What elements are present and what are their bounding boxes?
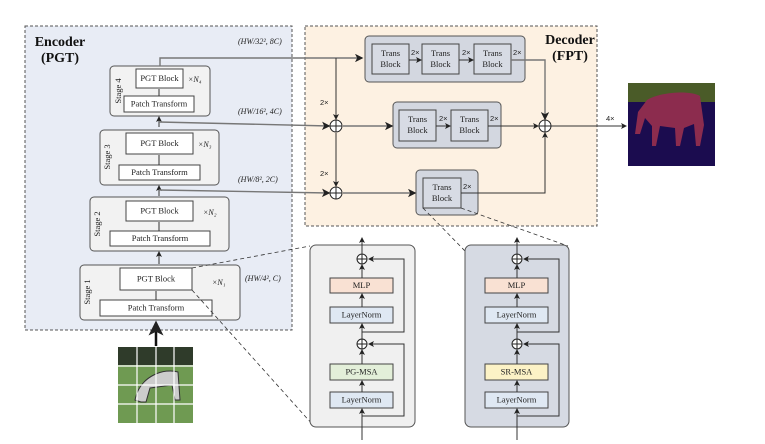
repeat-count: ×N₂ [203,208,217,217]
trans-block: Trans [483,48,502,58]
add-icon [356,253,368,265]
layernorm-box: LayerNorm [342,309,382,319]
stage-4: Stage 4 PGT Block Patch Transform ×N₄ [109,65,211,117]
trans-block: Block [432,193,453,203]
upsample-label: 2× [411,48,420,57]
trans-block: Trans [432,182,451,192]
pgt-block: PGT Block [137,273,176,283]
add-icon [538,119,552,133]
zoom-guides [191,207,569,426]
upsample-label: 2× [463,182,472,191]
patch-transform: Patch Transform [131,167,188,177]
encoder-subtitle: (PGT) [41,51,79,66]
shape-label-stage1: (HW/4², C) [245,274,281,283]
shape-label-stage3: (HW/16², 4C) [238,107,282,116]
layernorm-box: LayerNorm [342,394,382,404]
sr-msa-box: SR-MSA [501,366,534,376]
stage-label: Stage 1 [82,279,92,304]
trans-block: Block [430,59,451,69]
trans-block-detail: MLP LayerNorm SR-MSA LayerNorm [464,237,570,440]
shape-label-stage2: (HW/8², 2C) [238,175,278,184]
patch-transform: Patch Transform [131,98,188,108]
plus-nodes: 2× 2× 4× [320,58,627,200]
repeat-count: ×N₃ [198,140,212,149]
pgt-block-detail: MLP LayerNorm PG-MSA LayerNorm [309,237,416,440]
output-upsample-label: 4× [606,114,615,123]
pgt-block: PGT Block [140,138,179,148]
repeat-count: ×N₄ [188,75,202,84]
upsample-label: 2× [439,114,448,123]
encoder-connectors [148,53,364,346]
stage-1: Stage 1 PGT Block Patch Transform ×N₁ [79,264,241,321]
trans-block: Block [459,125,480,135]
stage-label: Stage 4 [113,78,123,104]
upsample-label: 2× [462,48,471,57]
segmentation-output-image [628,83,715,166]
trans-block: Trans [381,48,400,58]
trans-block: Trans [431,48,450,58]
trans-block: Block [482,59,503,69]
add-icon [511,338,523,350]
decoder-title: Decoder [545,33,595,48]
add-icon [511,253,523,265]
trans-block: Trans [460,114,479,124]
encoder-title: Encoder [35,35,86,50]
upsample-label: 2× [513,48,522,57]
mlp-box: MLP [508,280,526,290]
add-icon [329,186,343,200]
trans-block: Trans [408,114,427,124]
patch-transform: Patch Transform [128,302,185,312]
add-icon [356,338,368,350]
layernorm-box: LayerNorm [497,309,537,319]
layernorm-box: LayerNorm [497,394,537,404]
stage-label: Stage 2 [92,211,102,236]
input-zebra-image [118,347,193,423]
patch-transform: Patch Transform [132,233,189,243]
upsample-label: 2× [320,169,329,178]
decoder-subtitle: (FPT) [552,49,588,64]
trans-block: Block [380,59,401,69]
add-icon [329,119,343,133]
stage-label: Stage 3 [102,144,112,169]
pg-msa-box: PG-MSA [345,366,378,376]
pgt-block: PGT Block [140,73,179,83]
trans-block: Block [407,125,428,135]
shape-label-stage4: (HW/32², 8C) [238,37,282,46]
mlp-box: MLP [353,280,371,290]
upsample-label: 2× [320,98,329,107]
pgt-block: PGT Block [140,205,179,215]
upsample-label: 2× [490,114,499,123]
repeat-count: ×N₁ [212,278,226,287]
